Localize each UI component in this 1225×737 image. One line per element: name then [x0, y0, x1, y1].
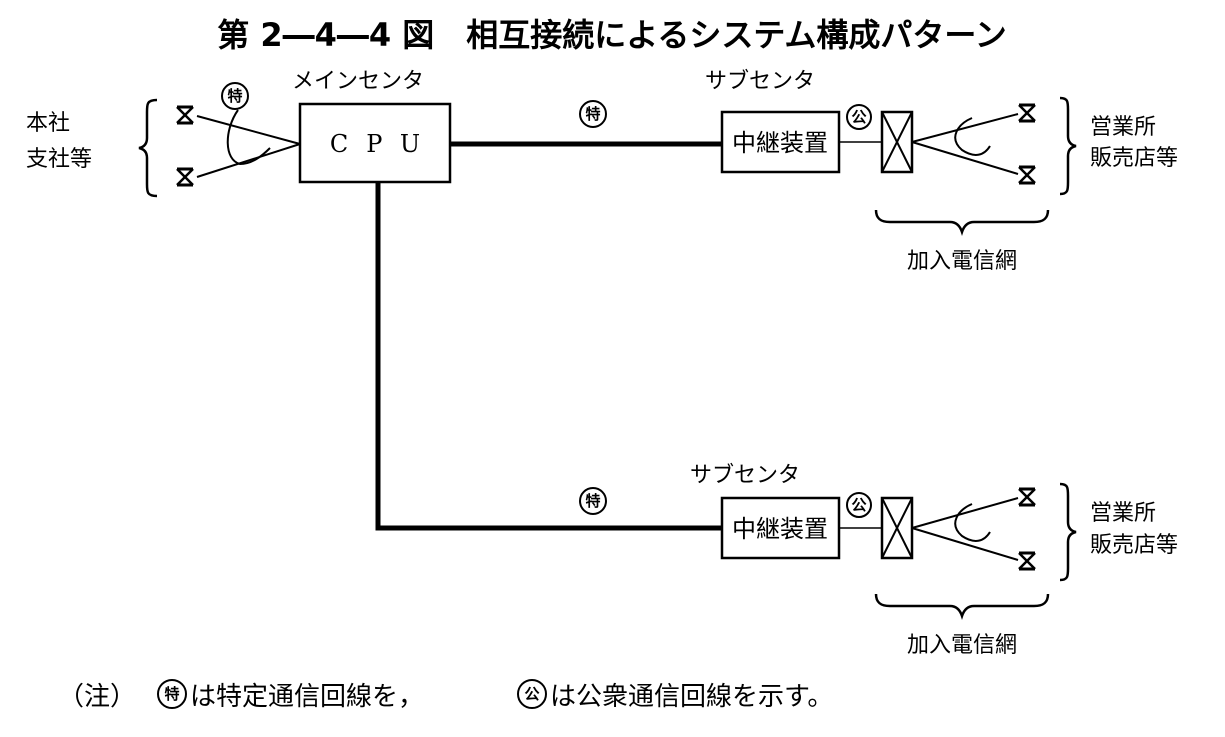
head-office-label-line2: 支社等 — [26, 147, 92, 172]
relay-device-box — [720, 110, 841, 174]
line-bundle-arc — [954, 503, 991, 542]
public-line-mark-icon — [846, 104, 872, 130]
terminal-line — [196, 115, 301, 145]
relay-device-label: 中継装置 — [732, 515, 828, 543]
dedicated-line-mark-icon — [579, 487, 607, 515]
head-office-terminal-icon — [175, 105, 195, 125]
branch-terminal-icon — [1017, 165, 1037, 185]
exchange-cross — [881, 497, 913, 559]
dedicated-line-mark-icon — [579, 100, 607, 128]
public-line-mark-text: 公 — [851, 496, 866, 514]
public-line-mark-text: 公 — [851, 108, 866, 126]
terminal-line — [911, 113, 1019, 143]
terminal-line — [911, 497, 1019, 529]
note-prefix: （注） — [58, 682, 136, 712]
branch-terminal-icon — [1017, 103, 1037, 123]
branch-label-line1: 営業所 — [1090, 115, 1156, 140]
public-line-mark-text: 公 — [524, 685, 539, 703]
branch-brace — [1059, 482, 1077, 582]
relay-device-label: 中継装置 — [732, 129, 828, 157]
terminal-line — [911, 527, 1019, 561]
head-office-label-line1: 本社 — [26, 111, 70, 136]
note-public-text: は公衆通信回線を示す。 — [550, 682, 833, 712]
dedicated-line-mark-text: 特 — [585, 492, 600, 510]
page-title: 第 2―4―4 図 相互接続によるシステム構成パターン — [217, 16, 1007, 54]
branch-label-line2: 販売店等 — [1090, 146, 1178, 171]
sub-center-label: サブセンタ — [705, 69, 815, 94]
branch-terminal-icon — [1017, 487, 1037, 507]
public-line-mark-icon — [846, 492, 872, 518]
branch-label-line2: 販売店等 — [1090, 533, 1178, 558]
network-brace — [874, 593, 1050, 620]
head-office-terminal-icon — [175, 167, 195, 187]
network-brace — [874, 209, 1050, 236]
sub-center-label: サブセンタ — [690, 463, 800, 488]
dedicated-line-lower — [375, 182, 722, 531]
branch-brace — [1059, 96, 1077, 196]
branch-terminal-icon — [1017, 551, 1037, 571]
relay-device-box — [720, 496, 841, 560]
main-center-label: メインセンタ — [292, 69, 424, 94]
note-dedicated-text: は特定通信回線を， — [190, 682, 424, 712]
head-office-brace — [138, 98, 158, 198]
cpu-label: CPU — [330, 130, 438, 158]
network-label: 加入電信網 — [907, 249, 1017, 274]
terminal-line — [911, 141, 1019, 175]
dedicated-line-mark-icon — [157, 679, 187, 709]
terminal-line — [196, 143, 301, 178]
branch-label-line1: 営業所 — [1090, 501, 1156, 526]
dedicated-line-mark-text: 特 — [164, 685, 179, 703]
dedicated-line-mark-icon — [221, 82, 249, 110]
dedicated-line-mark-text: 特 — [585, 105, 600, 123]
exchange-cross — [881, 111, 913, 173]
network-label: 加入電信網 — [907, 633, 1017, 658]
dedicated-line-mark-text: 特 — [227, 87, 242, 105]
line-bundle-arc — [226, 109, 271, 166]
cpu-box — [298, 102, 452, 184]
line-bundle-arc — [954, 117, 991, 156]
public-line-mark-icon — [517, 679, 547, 709]
